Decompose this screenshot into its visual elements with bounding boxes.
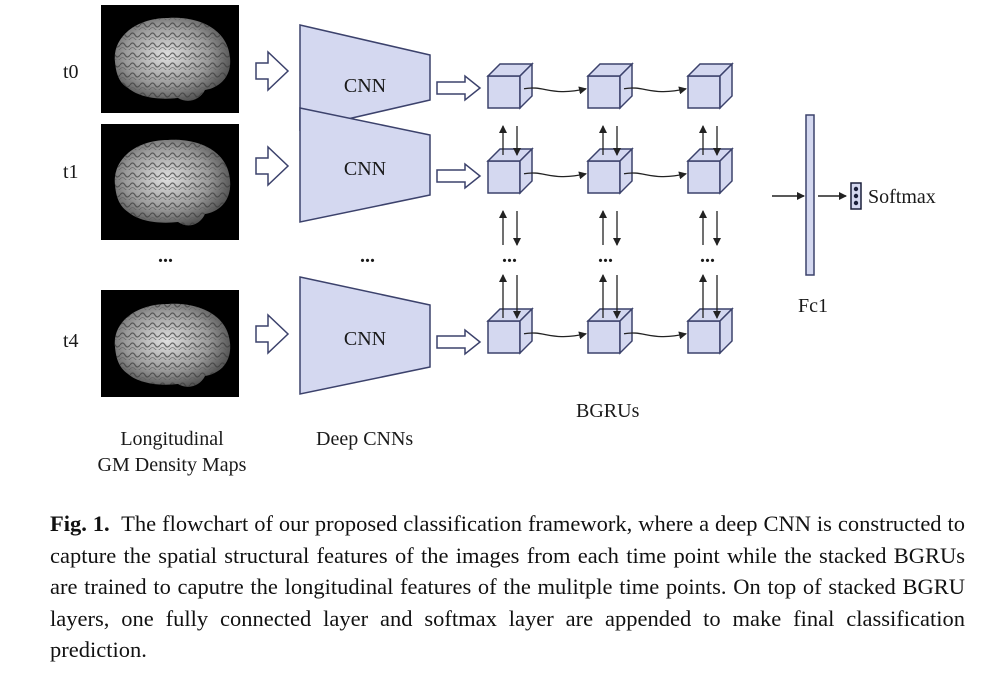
deep-cnn-label: Deep CNNs (316, 428, 413, 450)
bgru-cube (486, 147, 534, 195)
ellipsis-bgru-col1: ... (502, 245, 517, 267)
block-arrow-t1 (255, 145, 290, 187)
block-arrow-cnn-t1 (436, 162, 482, 190)
fc1-layer (805, 114, 815, 276)
block-arrow-t0 (255, 50, 290, 92)
bgru-cube (586, 147, 634, 195)
brain-image-t0 (101, 5, 239, 113)
fc1-label: Fc1 (798, 295, 828, 317)
softmax-label: Softmax (868, 186, 936, 208)
ellipsis-brain: ... (158, 245, 173, 267)
bgru-links (499, 86, 721, 340)
cnn-block-t1 (299, 107, 431, 223)
block-arrows-in (255, 50, 290, 355)
ellipsis-bgru-col2: ... (598, 245, 613, 267)
ellipsis-cnn: ... (360, 245, 375, 267)
bgru-cube (486, 62, 534, 110)
timepoint-label-t0: t0 (63, 61, 79, 83)
softmax-node (850, 182, 862, 210)
bgru-forward-link (523, 86, 587, 95)
block-arrow-cnn-t4 (436, 328, 482, 356)
block-arrow-t4 (255, 313, 290, 355)
cnn-label-t4: CNN (344, 328, 386, 350)
bgru-cube (686, 147, 734, 195)
bgru-cubes (486, 62, 734, 355)
bgru-cube (686, 307, 734, 355)
bgru-cube (586, 62, 634, 110)
ellipsis-bgru-col3: ... (700, 245, 715, 267)
cnn-block-t0 (299, 24, 431, 131)
cnn-label-t0: CNN (344, 75, 386, 97)
flowchart-diagram: t0 t1 t4 ... ... CNN CNN CNN (63, 5, 936, 476)
bgru-forward-link (623, 171, 687, 180)
maps-label-line1: Longitudinal (120, 428, 224, 450)
bgru-cube (486, 307, 534, 355)
bgru-forward-link (523, 331, 587, 340)
maps-label-line2: GM Density Maps (98, 454, 247, 476)
figure-caption: Fig. 1. The flowchart of our proposed cl… (50, 508, 965, 666)
bgru-label: BGRUs (576, 400, 640, 422)
cnn-label-t1: CNN (344, 158, 386, 180)
brain-image-t4 (101, 290, 239, 397)
figure-number: Fig. 1. (50, 511, 110, 536)
timepoint-label-t4: t4 (63, 330, 79, 352)
bgru-cube (586, 307, 634, 355)
bgru-forward-link (523, 171, 587, 180)
bgru-cube (686, 62, 734, 110)
block-arrow-cnn-t0 (436, 74, 482, 102)
bgru-forward-link (623, 331, 687, 340)
figure-caption-text: The flowchart of our proposed classifica… (50, 511, 966, 662)
bgru-forward-link (623, 86, 687, 95)
cnn-block-t4 (299, 276, 431, 395)
timepoint-label-t1: t1 (63, 161, 79, 183)
brain-image-t1 (101, 124, 239, 240)
